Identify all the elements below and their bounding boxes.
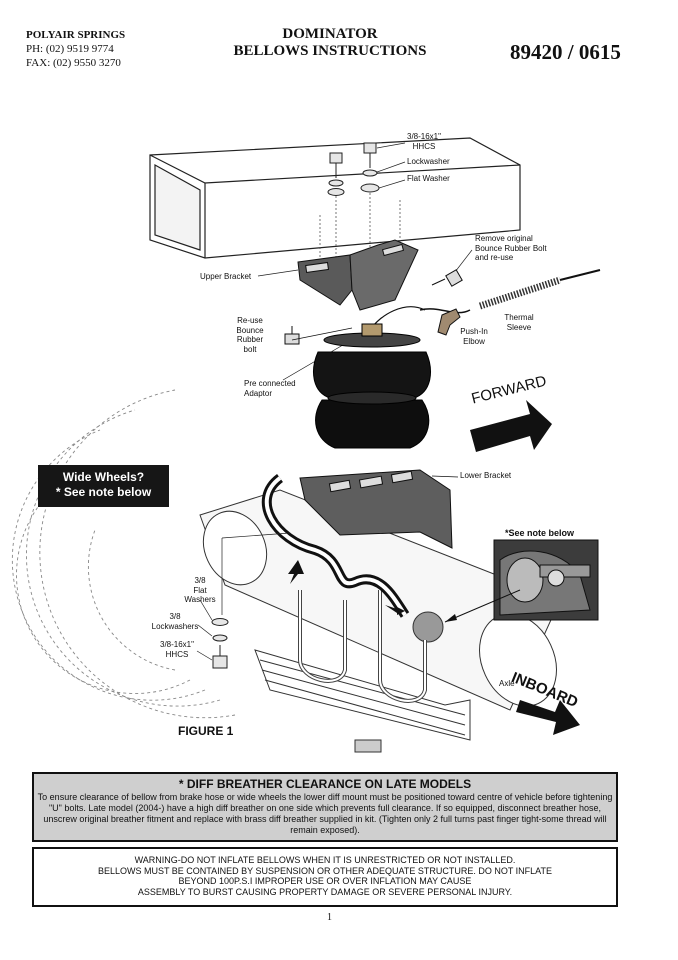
company-name: POLYAIR SPRINGS: [26, 29, 126, 41]
label-hhcs-top: 3/8-16x1" HHCS: [407, 132, 441, 151]
label-lockwashers: 3/8 Lockwashers: [151, 612, 199, 631]
title-line-1: DOMINATOR: [282, 26, 378, 42]
warning-box: WARNING-DO NOT INFLATE BELLOWS WHEN IT I…: [32, 847, 618, 907]
label-flat-washers: 3/8 Flat Washers: [184, 576, 216, 604]
installation-diagram: [11, 137, 601, 753]
company-fax: FAX: (02) 9550 3270: [26, 57, 121, 69]
inboard-arrow: [516, 700, 580, 735]
label-lockwasher: Lockwasher: [407, 157, 450, 166]
push-in-elbow-icon: [437, 308, 461, 336]
label-upper-bracket: Upper Bracket: [200, 272, 252, 281]
label-remove-bolt: Remove original Bounce Rubber Bolt and r…: [475, 234, 547, 262]
label-axle: Axle: [499, 679, 515, 688]
note-body: To ensure clearance of bellow from brake…: [37, 792, 613, 835]
wide-wheels-title: Wide Wheels?: [62, 470, 145, 484]
label-push-in-elbow: Push-In Elbow: [460, 327, 488, 346]
label-leaders-bottom: [196, 599, 213, 661]
reuse-bolt: [284, 326, 300, 345]
bounce-rubber-bolt: [431, 269, 463, 287]
page-number: 1: [327, 912, 332, 923]
chassis-rail: [149, 137, 521, 259]
company-info: POLYAIR SPRINGS PH: (02) 9519 9774 FAX: …: [26, 28, 125, 70]
label-pre-connected-adaptor: Pre connected Adaptor: [244, 379, 296, 398]
inset-photo: [493, 539, 599, 621]
thermal-sleeve: [419, 269, 601, 314]
lower-bracket: [299, 469, 453, 549]
note-title: * DIFF BREATHER CLEARANCE ON LATE MODELS: [178, 777, 472, 791]
title-line-2: BELLOWS INSTRUCTIONS: [233, 43, 427, 59]
label-reuse-bolt: Re-use Bounce Rubber bolt: [236, 316, 264, 354]
label-leaders-top: [257, 142, 473, 277]
document-number: 89420 / 0615: [510, 40, 621, 64]
wide-wheels-note: * See note below: [55, 485, 152, 499]
wide-wheels-callout: Wide Wheels? * See note below: [38, 465, 169, 507]
warning-line-4: ASSEMBLY TO BURST CAUSING PROPERTY DAMAG…: [137, 886, 513, 897]
warning-line-2: BELLOWS MUST BE CONTAINED BY SUSPENSION …: [97, 865, 553, 876]
top-bolts: [327, 142, 380, 196]
label-hhcs-bottom: 3/8-16x1" HHCS: [160, 640, 194, 659]
label-flat-washer: Flat Washer: [407, 174, 450, 183]
warning-line-1: WARNING-DO NOT INFLATE BELLOWS WHEN IT I…: [134, 855, 516, 865]
clearance-arcs: [11, 389, 236, 719]
label-thermal-sleeve: Thermal Sleeve: [504, 313, 534, 332]
upper-bracket: [297, 239, 419, 311]
figure-caption: FIGURE 1: [178, 724, 234, 738]
forward-arrow: [470, 400, 552, 452]
warning-line-3: BEYOND 100P.S.I IMPROPER USE OR OVER INF…: [178, 876, 472, 886]
document-title: DOMINATOR BELLOWS INSTRUCTIONS: [200, 26, 460, 60]
lower-hardware: [211, 618, 229, 669]
label-lower-bracket: Lower Bracket: [460, 471, 512, 480]
air-bellows: [313, 323, 431, 449]
movement-arrows: [288, 560, 405, 615]
diff-breather-note: * DIFF BREATHER CLEARANCE ON LATE MODELS…: [32, 772, 618, 842]
company-phone: PH: (02) 9519 9774: [26, 43, 114, 55]
label-see-note-photo: *See note below: [505, 528, 575, 538]
